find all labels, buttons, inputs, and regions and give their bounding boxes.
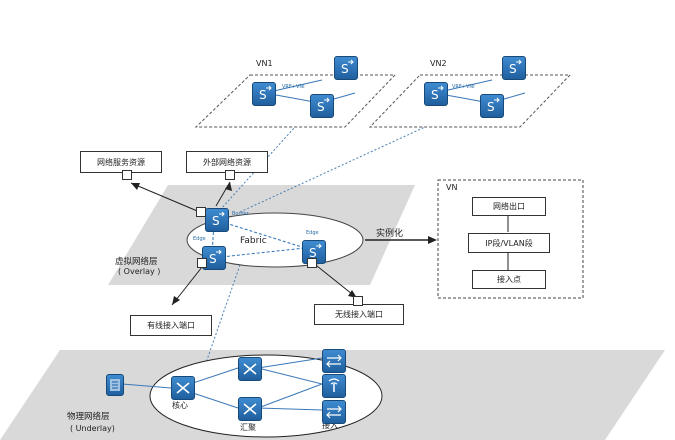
vn-item-network-exit: 网络出口: [472, 197, 546, 216]
vn1-title: VN1: [256, 59, 273, 68]
fabric-label: Fabric: [240, 236, 267, 246]
vn2-switch-icon: S: [502, 56, 526, 80]
vn2-vrf-label: VRF+VNI: [452, 84, 475, 90]
core-switch-icon: [171, 376, 195, 400]
switch-port: [307, 258, 317, 268]
server-icon: [106, 374, 124, 396]
instantiate-label: 实例化: [376, 229, 404, 239]
svg-text:S: S: [259, 88, 267, 102]
network-service-resource-box: 网络服务资源: [80, 151, 162, 173]
vn1-vrf-label: VRF+VNI: [282, 84, 305, 90]
svg-text:S: S: [487, 100, 495, 114]
aggregation-label: 汇聚: [240, 423, 256, 432]
svg-text:S: S: [212, 214, 220, 228]
vn2-title: VN2: [430, 59, 447, 68]
vn2-plane: [368, 74, 572, 128]
svg-text:S: S: [341, 62, 349, 76]
resource-port: [122, 170, 132, 180]
overlay-layer-sublabel: ( Overlay ): [118, 267, 161, 276]
vn-item-ip-vlan: IP段/VLAN段: [468, 233, 550, 253]
vn2-switch-icon: S: [424, 82, 448, 106]
resource-port: [225, 170, 235, 180]
aggregation-switch-icon: [238, 397, 262, 421]
edge-left-label: Edge: [193, 236, 206, 242]
border-label: Border: [232, 211, 249, 217]
overlay-layer-label: 虚拟网络层: [115, 257, 158, 267]
access-label: 接入: [322, 421, 338, 430]
svg-text:S: S: [431, 88, 439, 102]
underlay-layer-sublabel: ( Underlay): [70, 424, 115, 433]
border-switch-icon: S: [205, 208, 229, 232]
vn1-switch-icon: S: [334, 56, 358, 80]
svg-text:S: S: [509, 62, 517, 76]
access-switch-icon: [322, 349, 346, 373]
aggregation-switch-icon: [238, 357, 262, 381]
vn-item-access-point: 接入点: [472, 270, 546, 289]
access-switch-icon: [322, 400, 346, 424]
vn1-switch-icon: S: [310, 94, 334, 118]
edge-right-label: Edge: [306, 230, 319, 236]
wireless-port: [353, 296, 363, 306]
switch-port: [197, 258, 207, 268]
wired-access-port-box: 有线接入端口: [130, 315, 212, 336]
vn-panel-title: VN: [446, 183, 458, 192]
switch-port: [196, 207, 206, 217]
wireless-ap-icon: [322, 374, 346, 398]
vn2-switch-icon: S: [480, 94, 504, 118]
vn1-plane: [194, 74, 397, 128]
wireless-access-port-box: 无线接入端口: [314, 304, 404, 325]
underlay-layer-label: 物理网络层: [67, 412, 110, 422]
svg-text:S: S: [309, 246, 317, 260]
core-label: 核心: [172, 401, 188, 410]
svg-text:S: S: [209, 252, 217, 266]
vn1-switch-icon: S: [252, 82, 276, 106]
svg-text:S: S: [317, 100, 325, 114]
